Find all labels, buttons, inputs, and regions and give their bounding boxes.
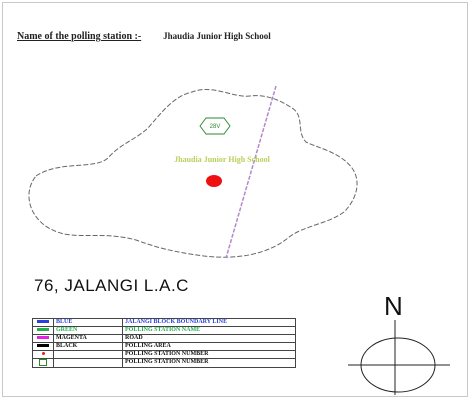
map-station-name: Jhaudia Junior High School xyxy=(174,155,270,164)
polling-station-label: Name of the polling station :- xyxy=(17,31,142,42)
polling-station-name: Jhaudia Junior High School xyxy=(163,31,271,41)
north-label: N xyxy=(384,291,403,321)
legend-swatch xyxy=(32,350,54,359)
legend-row: POLLING STATION NUMBER xyxy=(32,350,296,359)
legend-color-name xyxy=(53,350,123,359)
legend-description: POLLING STATION NUMBER xyxy=(122,358,296,368)
legend-color-name: BLUE xyxy=(53,318,123,327)
legend-description: ROAD xyxy=(122,334,296,343)
map-frame xyxy=(2,2,468,397)
legend-description: POLLING STATION NAME xyxy=(122,326,296,335)
road-line xyxy=(225,85,277,259)
polling-area-boundary xyxy=(28,89,358,258)
legend-color-name xyxy=(53,358,123,368)
legend-swatch xyxy=(32,318,54,327)
legend-description: POLLING AREA xyxy=(122,342,296,351)
north-compass xyxy=(348,320,450,395)
legend-description: JALANGI BLOCK BOUNDARY LINE xyxy=(122,318,296,327)
legend-description: POLLING STATION NUMBER xyxy=(122,350,296,359)
legend-color-name: MAGENTA xyxy=(53,334,123,343)
lac-title: 76, JALANGI L.A.C xyxy=(34,276,189,295)
legend-swatch xyxy=(32,326,54,335)
page-header: Name of the polling station :- Jhaudia J… xyxy=(17,26,271,44)
legend-row: POLLING STATION NUMBER xyxy=(32,358,296,368)
legend-swatch xyxy=(32,358,54,368)
legend-swatch xyxy=(32,334,54,343)
legend-swatch xyxy=(32,342,54,351)
polling-station-number-label: 28V xyxy=(210,124,221,130)
legend-color-name: GREEN xyxy=(53,326,123,335)
polling-station-hexagon xyxy=(199,117,231,135)
polling-station-dot xyxy=(206,175,222,187)
legend-color-name: BLACK xyxy=(53,342,123,351)
